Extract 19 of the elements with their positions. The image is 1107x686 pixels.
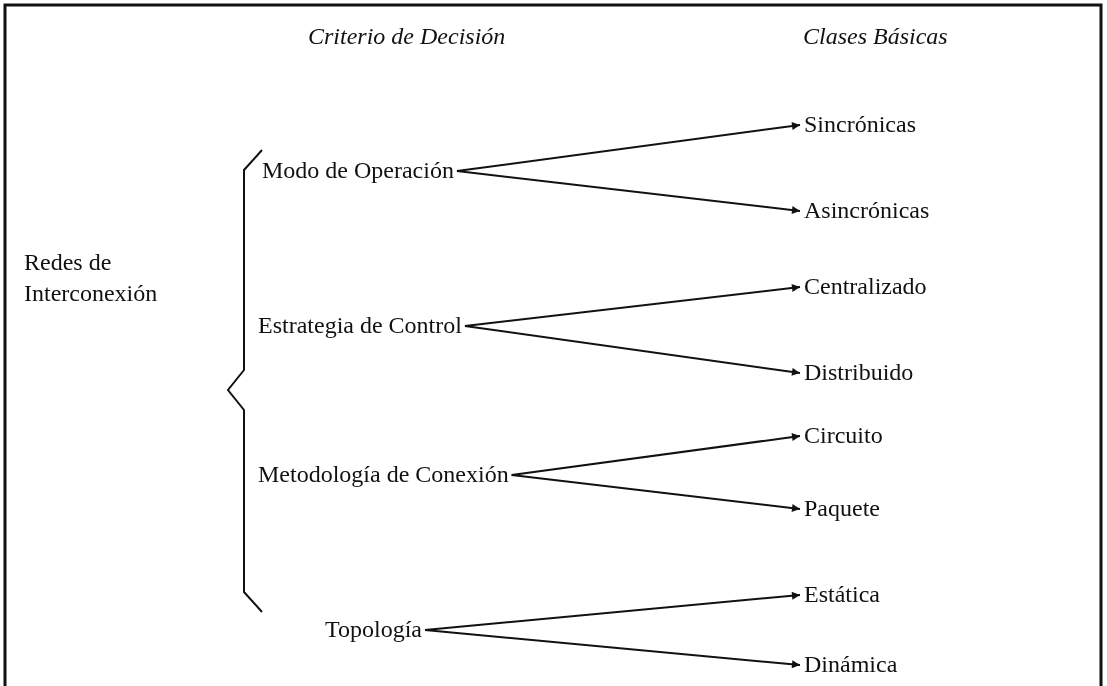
node-label: Estrategia de Control: [258, 310, 462, 342]
column-heading: Criterio de Decisión: [308, 22, 506, 52]
node-label: Topología: [325, 614, 422, 646]
node-label: Paquete: [804, 493, 880, 525]
node-label: Estática: [804, 579, 880, 611]
node-label: Circuito: [804, 420, 883, 452]
node-label: Dinámica: [804, 649, 898, 681]
arrow: [455, 170, 801, 215]
arrow: [424, 629, 801, 669]
node-label: Asincrónicas: [804, 195, 930, 227]
node-label: Distribuido: [804, 357, 914, 389]
arrow: [510, 474, 801, 513]
node-label: Redes de Interconexión: [24, 246, 194, 310]
node-label: Metodología de Conexión: [258, 459, 509, 491]
column-heading: Clases Básicas: [803, 22, 948, 52]
node-label: Modo de Operación: [262, 155, 454, 187]
node-label: Centralizado: [804, 271, 927, 303]
arrow: [463, 325, 801, 376]
node-label: Sincrónicas: [804, 109, 916, 141]
